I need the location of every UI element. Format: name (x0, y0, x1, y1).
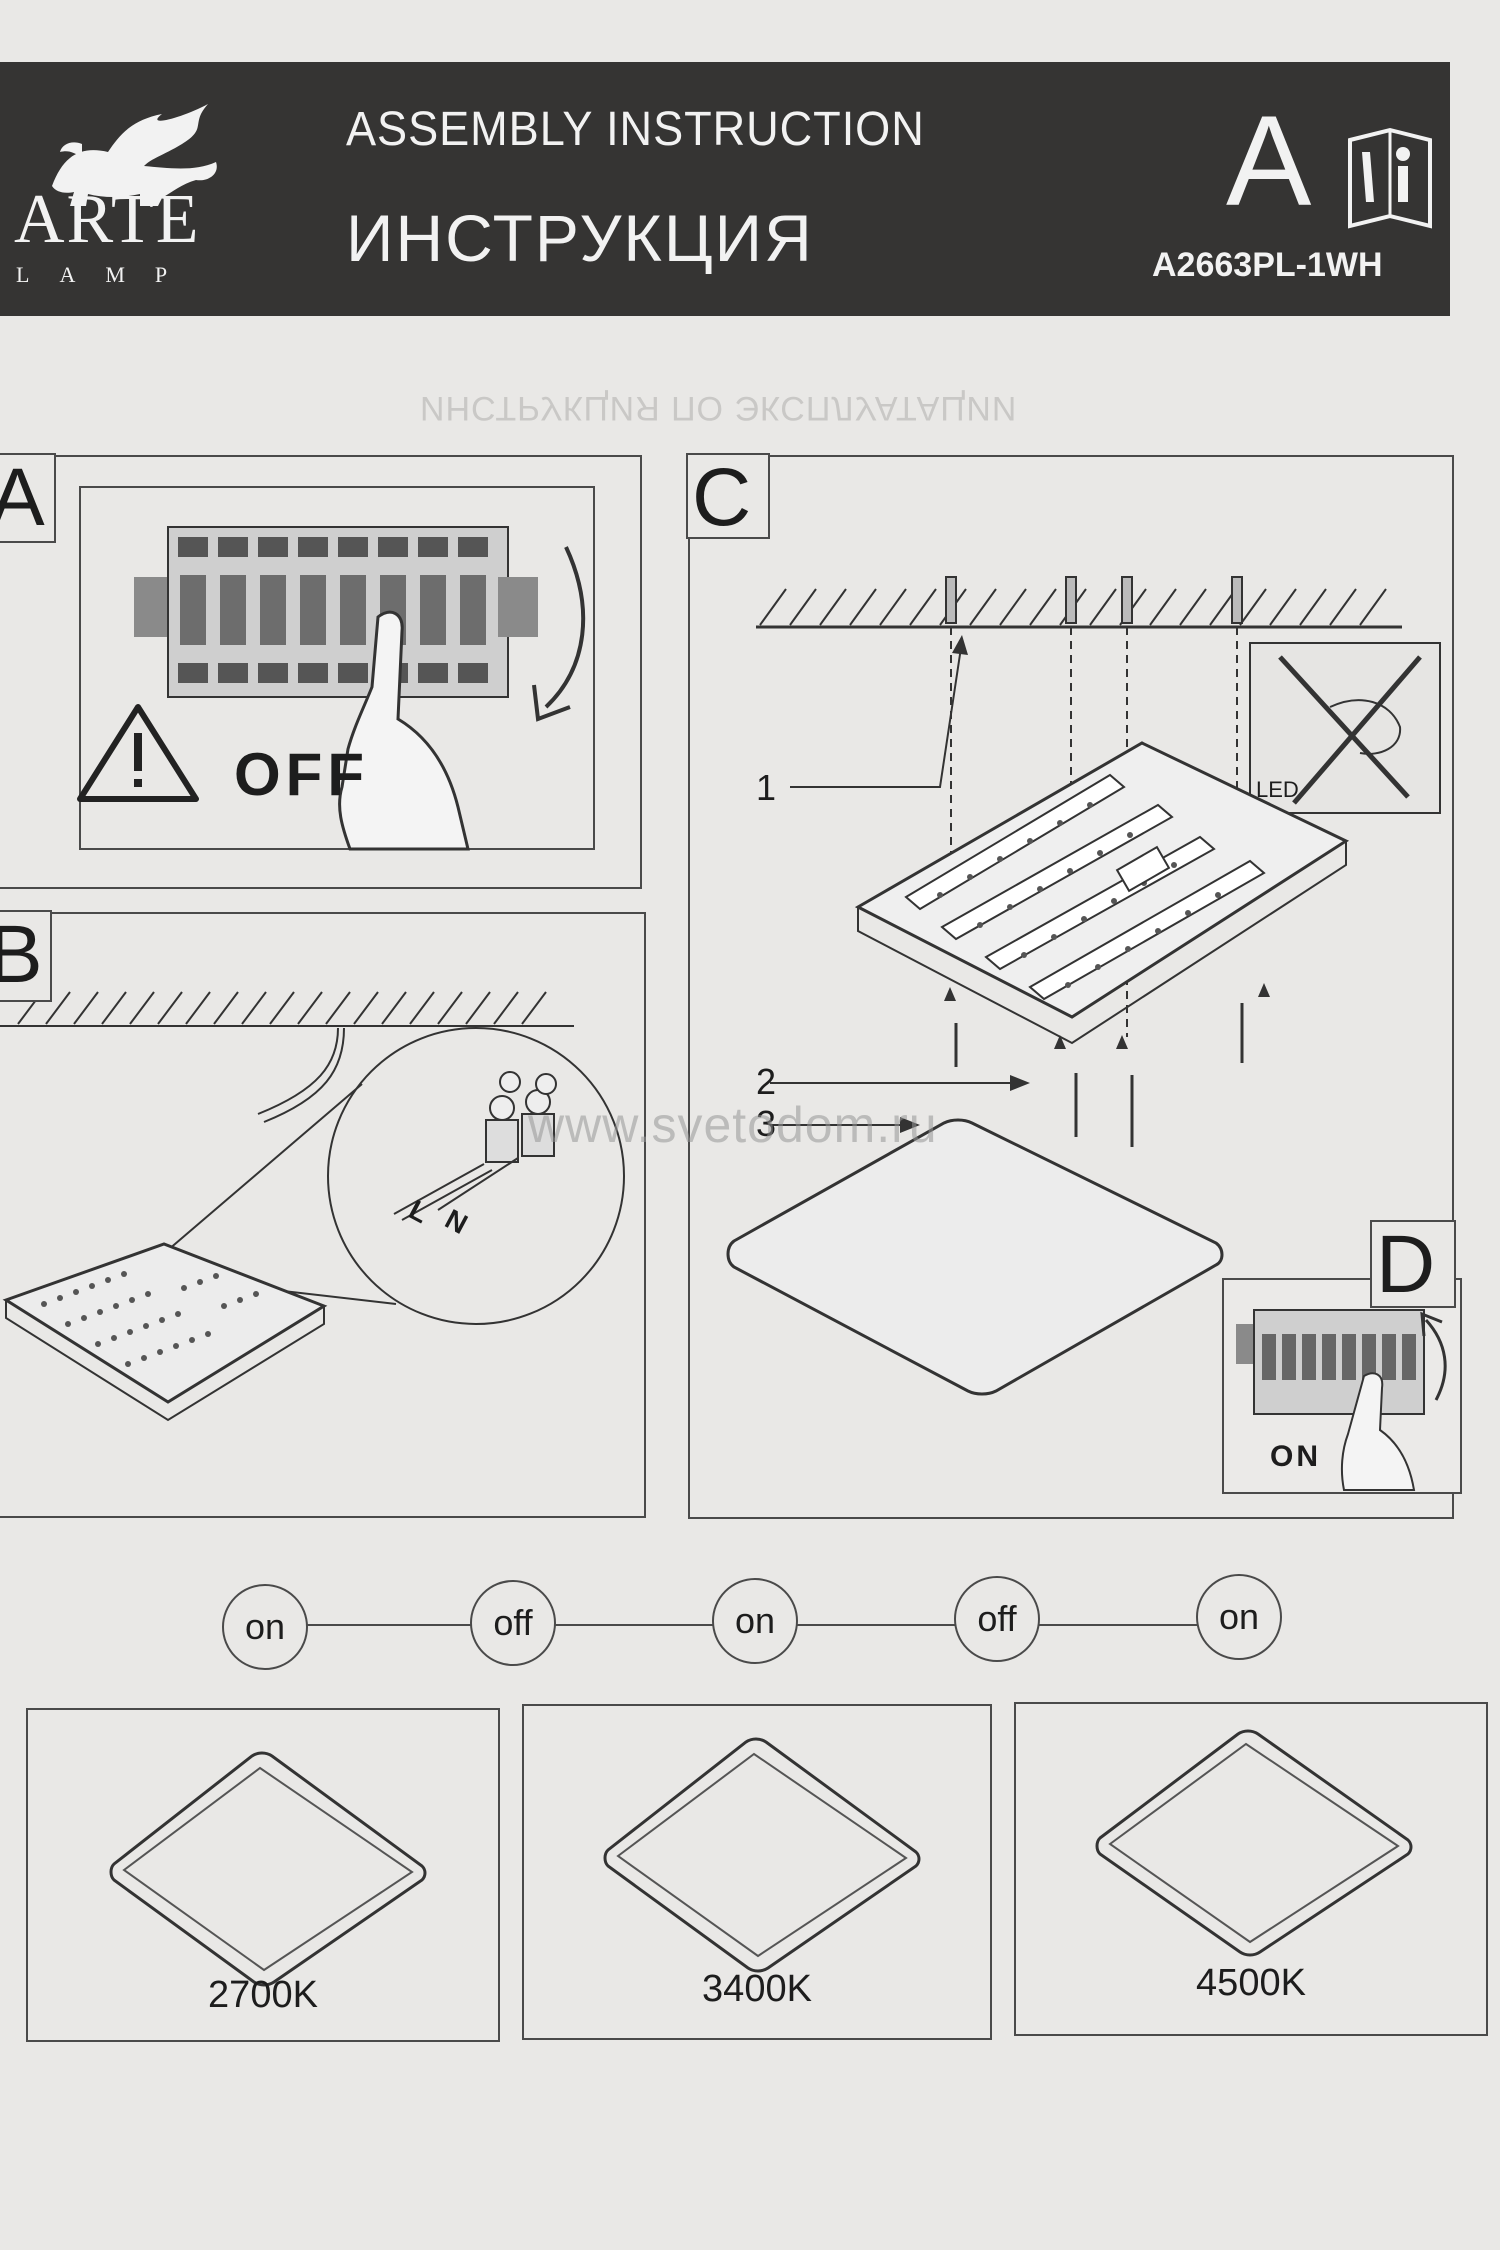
on-label: ON (1270, 1440, 1321, 1473)
callout-1: 1 (756, 767, 777, 808)
header-band: ARTE LAMP ASSEMBLY INSTRUCTION ИНСТРУКЦИ… (0, 62, 1450, 316)
title-english: ASSEMBLY INSTRUCTION (346, 103, 925, 156)
panel-d-letter: D (1376, 1219, 1436, 1310)
sequence-step-2: off (470, 1580, 556, 1666)
temp-label-4500k: 4500K (1196, 1962, 1306, 2004)
temp-box-4500k: 4500K (1014, 1702, 1488, 2036)
hand-icon (338, 610, 470, 851)
title-russian: ИНСТРУКЦИЯ (346, 201, 814, 275)
site-watermark: www.svetodom.ru (528, 1097, 938, 1153)
circuit-breaker-icon (167, 526, 538, 698)
panel-a-letter: A (0, 452, 45, 543)
griffin-logo-icon (52, 104, 217, 206)
sequence-step-5: on (1196, 1574, 1282, 1660)
panel-b: L N B (0, 909, 646, 1518)
callout-2: 2 (756, 1061, 777, 1102)
off-warning-label: OFF (234, 741, 369, 808)
temp-label-3400k: 3400K (702, 1968, 812, 2010)
fixture-icon (109, 1751, 427, 1987)
panel-a-illustration (77, 486, 595, 851)
header-section-letter: A (1226, 90, 1312, 233)
callout-3: 3 (756, 1103, 777, 1144)
warning-triangle-icon (77, 704, 199, 802)
sequence-step-4: off (954, 1576, 1040, 1662)
temp-box-2700k: 2700K (26, 1708, 500, 2042)
fixture-icon (603, 1737, 921, 1973)
instruction-book-icon (1348, 127, 1432, 229)
fixture-icon (1095, 1729, 1413, 1957)
panel-a: A (0, 452, 642, 889)
panel-c-letter: C (692, 452, 752, 543)
temp-label-2700k: 2700K (208, 1974, 318, 2016)
brand-logo-text: ARTE (14, 181, 201, 258)
panel-c: LED 1 2 3 C (686, 452, 1454, 1519)
sequence-step-1: on (222, 1584, 308, 1670)
mirrored-bleed-text: ИНСТРУКЦИЯ ПО ЭКСПЛУАТАЦИИ (420, 389, 1018, 427)
model-number: A2663PL-1WH (1152, 246, 1383, 284)
panel-b-illustration (0, 991, 625, 1422)
panel-b-letter: B (0, 909, 43, 1000)
led-no-touch-label: LED (1256, 777, 1299, 802)
panel-d: D (1222, 1220, 1462, 1494)
panel-c-illustration (726, 576, 1441, 1396)
temp-box-3400k: 3400K (522, 1704, 992, 2040)
sequence-step-3: on (712, 1578, 798, 1664)
brand-logo-subtext: LAMP (16, 262, 198, 287)
panel-d-illustration (1236, 1309, 1447, 1491)
